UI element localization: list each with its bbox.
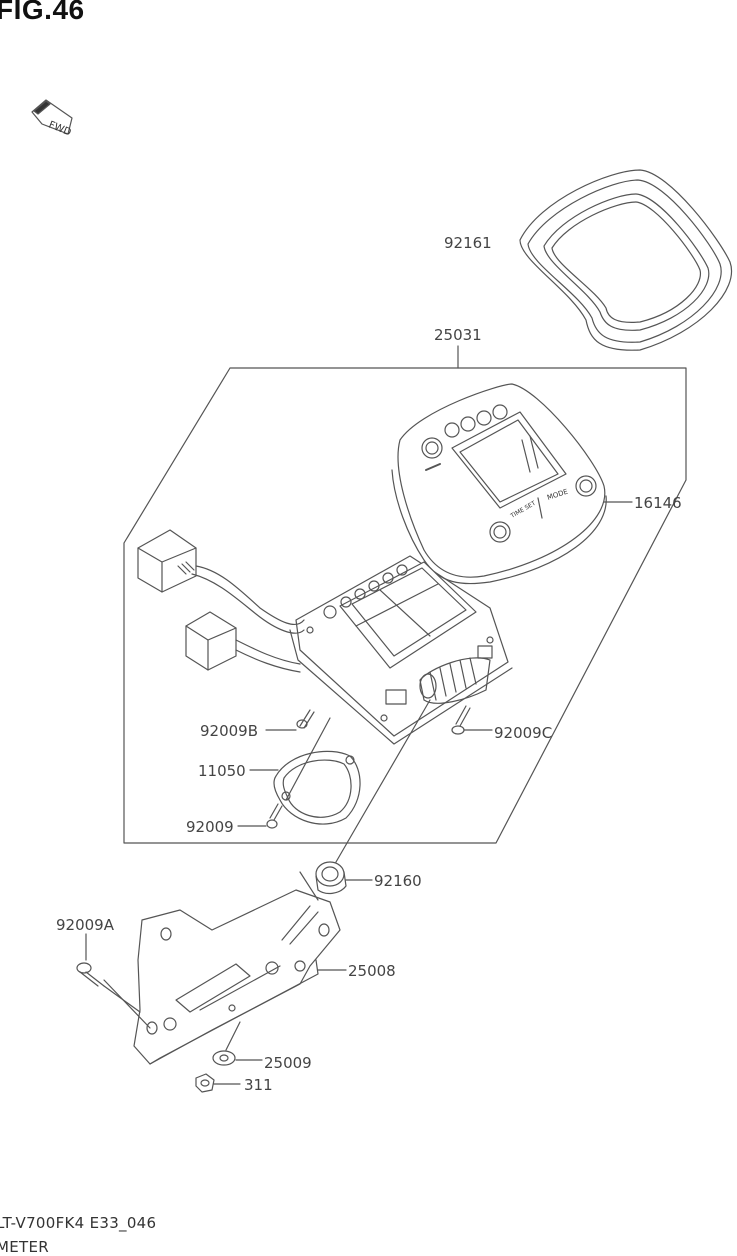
part-25031-meter-body — [289, 555, 513, 745]
part-16146-bezel: MODE TIME SET — [391, 383, 607, 585]
label-25008: 25008 — [348, 962, 396, 980]
label-92009B: 92009B — [200, 722, 258, 740]
part-25009-washer — [212, 1050, 236, 1066]
footer-section-name: METER — [0, 1238, 49, 1256]
part-25008-bracket — [133, 889, 341, 1065]
label-16146: 16146 — [634, 494, 682, 512]
wiring-harness — [137, 529, 305, 673]
bezel-mode-text: MODE — [546, 488, 569, 502]
label-11050: 11050 — [198, 762, 246, 780]
label-92161: 92161 — [444, 234, 492, 252]
figure-title: FIG.46 — [0, 0, 85, 25]
footer-model-code: LT-V700FK4 E33_046 — [0, 1214, 157, 1232]
label-92009: 92009 — [186, 818, 234, 836]
part-92160-grommet — [315, 861, 347, 895]
part-92009A-bolt — [76, 962, 105, 987]
part-92009-screw — [266, 803, 283, 829]
fwd-arrow-icon: FWD — [31, 99, 73, 139]
label-311: 311 — [244, 1076, 273, 1094]
label-25009: 25009 — [264, 1054, 312, 1072]
label-92160: 92160 — [374, 872, 422, 890]
bezel-time-set-text: TIME SET — [509, 500, 538, 521]
label-92009C: 92009C — [494, 724, 552, 742]
part-92161-gasket — [519, 169, 733, 351]
label-25031: 25031 — [434, 326, 482, 344]
part-311-nut — [195, 1073, 215, 1093]
assembly-25031-outline — [123, 367, 687, 844]
part-92009B-screw — [296, 709, 315, 729]
part-11050-gasket — [273, 750, 361, 825]
label-92009A: 92009A — [56, 916, 115, 934]
